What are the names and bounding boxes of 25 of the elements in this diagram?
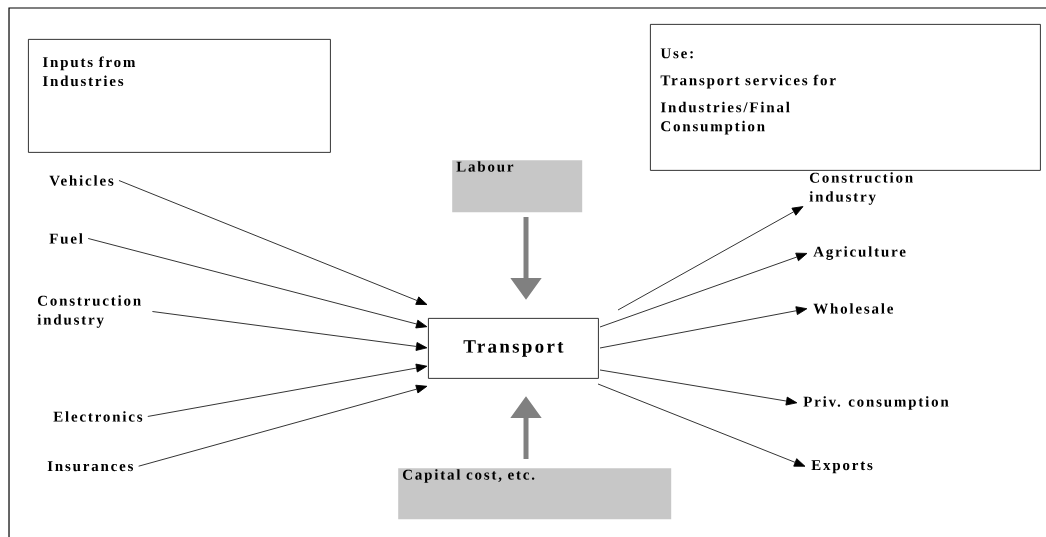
item-label: Fuel <box>49 233 83 244</box>
process-box: Transport <box>428 318 599 379</box>
arrow <box>617 206 804 311</box>
item-label: Priv. consumption <box>803 396 949 410</box>
arrow <box>152 311 428 351</box>
item-label: Construction industry <box>37 295 141 328</box>
item-label: Electronics <box>53 411 143 422</box>
arrow <box>599 252 808 328</box>
shaded-box: Labour <box>452 160 583 213</box>
item-label: Wholesale <box>813 303 894 314</box>
arrow <box>118 180 428 305</box>
arrow <box>87 238 428 329</box>
shaded-box: Capital cost, etc. <box>398 468 672 520</box>
item-label: Agriculture <box>813 246 906 260</box>
item-label: Exports <box>811 460 873 474</box>
arrow <box>599 306 808 349</box>
text-box: Inputs from Industries <box>28 39 331 153</box>
item-label: Insurances <box>47 461 134 472</box>
arrow <box>138 384 428 467</box>
text-box: Use: Transport services for Industries/Final Consumption <box>650 24 1041 171</box>
item-label: Vehicles <box>49 175 114 186</box>
arrow <box>597 383 806 467</box>
item-label: Construction industry <box>809 172 913 205</box>
arrow <box>599 369 798 406</box>
arrow <box>147 363 428 417</box>
